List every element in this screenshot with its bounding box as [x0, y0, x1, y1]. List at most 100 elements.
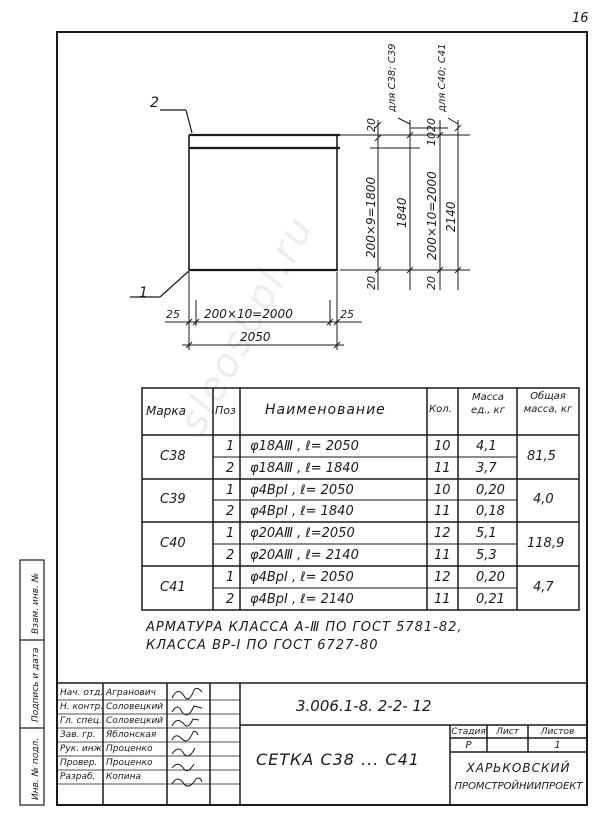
row-total-mass: 4,7 — [533, 580, 554, 595]
callout-pos-1: 1 — [139, 285, 148, 301]
item-name: φ4ВрⅠ , ℓ= 2140 — [250, 592, 354, 607]
leader-2 — [185, 109, 193, 134]
drawing-title: Сетка С38 ... С41 — [256, 750, 420, 769]
item-name: φ18АⅢ , ℓ= 2050 — [250, 439, 359, 454]
item-qty: 11 — [434, 548, 451, 563]
dim-vert-total-a: 1840 — [395, 197, 409, 228]
row-mark: С38 — [160, 449, 186, 464]
item-qty: 12 — [434, 570, 451, 585]
item-pos: 2 — [226, 548, 235, 563]
dim-vert-total-b: 2140 — [444, 201, 458, 232]
item-pos: 2 — [226, 461, 235, 476]
item-mass: 0,20 — [476, 570, 505, 585]
mesh-plan: 2 1 — [130, 95, 340, 301]
row-mark: С40 — [160, 536, 186, 551]
title-block-rows — [57, 699, 240, 785]
item-mass: 4,1 — [476, 439, 497, 454]
horizontal-dimensions — [165, 272, 362, 350]
tb-role: Гл. спец. — [60, 716, 102, 726]
org-line-2: Промстройниипроект — [454, 781, 583, 792]
doc-code: 3.006.1-8. 2-2- 12 — [296, 697, 432, 715]
item-qty: 11 — [434, 461, 451, 476]
spec-table-grid — [141, 387, 580, 611]
item-qty: 10 — [434, 439, 451, 454]
tb-name: Проценко — [106, 758, 153, 768]
item-qty: 11 — [434, 504, 451, 519]
header-total-mass: Общая масса, кг — [523, 391, 573, 415]
tb-name: Соловецкий — [106, 702, 164, 712]
sheet-label: Лист — [496, 727, 519, 737]
dim-left-margin: 25 — [166, 308, 180, 321]
page-number: 16 — [572, 11, 589, 26]
note-line-1: Арматура класса А-Ⅲ по ГОСТ 5781-82, — [146, 620, 463, 635]
item-mass: 0,18 — [476, 504, 505, 519]
item-pos: 1 — [226, 526, 235, 541]
tb-name: Копина — [106, 772, 142, 782]
side-stamp-label-3: Взам. инв. № — [31, 573, 41, 634]
tb-role: Зав. гр. — [60, 730, 96, 740]
dim-vert-inner-a: 200×9=1800 — [364, 176, 378, 258]
org-line-1: Харьковский — [466, 761, 571, 775]
item-name: φ18АⅢ , ℓ= 1840 — [250, 461, 359, 476]
vertical-dimensions — [340, 117, 470, 290]
item-name: φ4ВрⅠ , ℓ= 2050 — [250, 570, 354, 585]
item-mass: 5,1 — [476, 526, 497, 541]
item-pos: 2 — [226, 504, 235, 519]
item-pos: 1 — [226, 570, 235, 585]
dim-horiz-total: 2050 — [240, 330, 271, 344]
item-qty: 10 — [434, 483, 451, 498]
dim-vert-inner-b: 200×10=2000 — [425, 171, 439, 260]
side-stamp-label-2: Подпись и дата — [31, 647, 41, 722]
stage-label: Стадия — [451, 727, 486, 737]
tb-role: Рук. инж. — [60, 744, 105, 754]
item-pos: 1 — [226, 439, 235, 454]
side-stamp — [19, 559, 45, 806]
row-mark: С41 — [160, 580, 186, 595]
tb-name: Соловецкий — [106, 716, 164, 726]
header-unit-mass: Масса ед., кг — [471, 392, 505, 416]
tb-name: Агранович — [106, 688, 156, 698]
sheets-label: Листов — [540, 727, 575, 737]
tb-role: Н. контр. — [60, 702, 104, 712]
tb-role: Провер. — [60, 758, 98, 768]
item-name: φ4ВрⅠ , ℓ= 2050 — [250, 483, 354, 498]
spec-table-subrows — [213, 456, 517, 589]
dim-top-spacer-3: 10 — [425, 132, 438, 146]
tb-name: Яблонская — [106, 730, 157, 740]
item-mass: 0,21 — [476, 592, 505, 607]
side-stamp-label-1: Инв. № подл. — [31, 738, 41, 800]
sheets-value: 1 — [554, 740, 561, 751]
item-mass: 5,3 — [476, 548, 497, 563]
header-mark: Марка — [146, 404, 186, 418]
header-qty: Кол. — [429, 404, 452, 415]
dim-top-spacer: 20 — [365, 118, 378, 132]
horizontal-dimension-labels: 25 25 200×10=2000 2050 — [166, 307, 354, 344]
side-stamp-labels: Инв. № подл. Подпись и дата Взам. инв. № — [31, 573, 41, 800]
note-line-2: класса Вр-Ⅰ по ГОСТ 6727-80 — [146, 638, 379, 653]
row-total-mass: 4,0 — [533, 492, 554, 507]
leader-1 — [159, 269, 191, 298]
dim-bottom-spacer-a: 20 — [365, 276, 378, 290]
signature-scribbles — [171, 687, 203, 787]
callout-pos-2: 2 — [150, 95, 159, 111]
stage-value: Р — [465, 740, 472, 751]
item-name: φ20АⅢ , ℓ= 2140 — [250, 548, 359, 563]
dim-label-c40-c41: для С40; С41 — [437, 44, 448, 113]
sheet-frame — [56, 31, 588, 806]
dim-top-spacer-2: 20 — [425, 118, 438, 132]
tb-name: Проценко — [106, 744, 153, 754]
header-name: Наименование — [265, 402, 386, 418]
dim-right-margin: 25 — [340, 308, 354, 321]
row-total-mass: 81,5 — [527, 449, 556, 464]
item-mass: 3,7 — [476, 461, 497, 476]
row-total-mass: 118,9 — [527, 536, 565, 551]
item-qty: 11 — [434, 592, 451, 607]
tb-role: Разраб. — [60, 772, 96, 782]
item-pos: 1 — [226, 483, 235, 498]
dim-horiz-inner: 200×10=2000 — [204, 307, 293, 321]
vertical-dimension-labels: 20 20 10 для С38; С39 для С40; С41 200×9… — [364, 44, 458, 290]
dim-bottom-spacer-b: 20 — [425, 276, 438, 290]
dim-label-c38-c39: для С38; С39 — [387, 44, 398, 113]
item-name: φ4ВрⅠ , ℓ= 1840 — [250, 504, 354, 519]
